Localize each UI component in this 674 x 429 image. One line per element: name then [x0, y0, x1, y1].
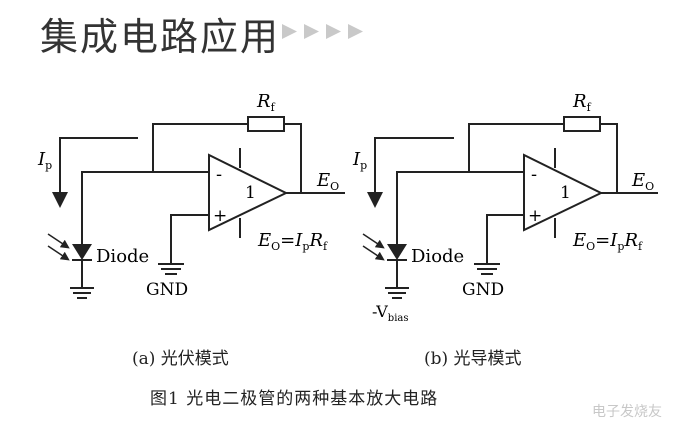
gain-label-b: 1 — [560, 183, 571, 203]
op-amp-b — [523, 153, 604, 232]
vbias-label: -Vbias — [372, 302, 409, 324]
resistor-rf-a — [247, 116, 285, 132]
gnd-label-b: GND — [462, 280, 504, 300]
diode-label-a: Diode — [96, 246, 149, 267]
header-title: 集成电路应用 — [40, 15, 281, 59]
diode-a — [72, 244, 92, 260]
op-amp-a — [208, 153, 289, 232]
subcaption-b: (b) 光导模式 — [424, 349, 522, 369]
plus-label-a: + — [213, 206, 227, 226]
circuit-a — [47, 116, 345, 299]
minus-label-b: - — [531, 164, 537, 185]
header-decoration — [282, 24, 363, 39]
formula-a: EO=IpRf — [257, 230, 328, 253]
diode-b — [387, 244, 407, 260]
subcaption-a: (a) 光伏模式 — [132, 349, 229, 369]
gnd-label-a: GND — [146, 280, 188, 300]
eo-label-a: EO — [316, 170, 339, 193]
figure-caption: 图1 光电二极管的两种基本放大电路 — [150, 389, 439, 409]
formula-b: EO=IpRf — [572, 230, 643, 253]
eo-label-b: EO — [631, 170, 654, 193]
circuit-b — [362, 116, 658, 299]
minus-label-a: - — [216, 164, 222, 185]
watermark: 电子发烧友 — [592, 404, 662, 420]
rf-label-b: Rf — [572, 91, 592, 114]
rf-label-a: Rf — [256, 91, 276, 114]
ip-label-a: Ip — [37, 149, 52, 172]
diode-label-b: Diode — [411, 246, 464, 267]
resistor-rf-b — [563, 116, 601, 132]
ip-label-b: Ip — [352, 149, 367, 172]
plus-label-b: + — [528, 206, 542, 226]
gain-label-a: 1 — [245, 183, 256, 203]
